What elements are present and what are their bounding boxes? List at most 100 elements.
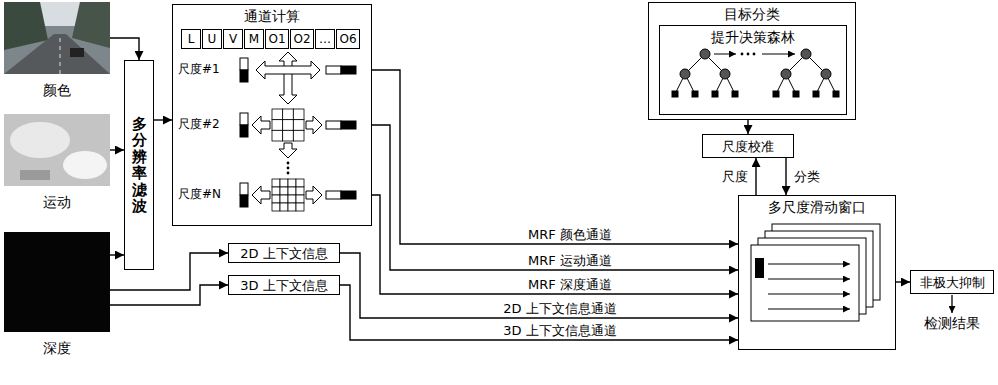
- channel-cell: V: [223, 29, 243, 49]
- group-box: 多尺度滑动窗口: [738, 195, 896, 350]
- filter-bar: [240, 125, 248, 137]
- connector-arrow: [896, 281, 910, 282]
- connector-arrow: [340, 285, 738, 340]
- edge-label: MRF 深度通道: [526, 277, 614, 292]
- connector-arrow: [110, 149, 124, 150]
- grid-cell: [272, 109, 283, 120]
- edge-label: 3D 上下文信息通道: [501, 323, 618, 338]
- road: [4, 34, 110, 74]
- process-label: 3D 上下文信息: [240, 278, 327, 293]
- connector-arrow: [110, 285, 228, 305]
- sequence-arrow: [714, 54, 736, 55]
- lane-line: [60, 36, 61, 74]
- edge-label: MRF 颜色通道: [526, 227, 614, 242]
- street-image: [4, 2, 110, 74]
- grid-cell: [293, 109, 304, 120]
- process-box: 尺度校准: [702, 134, 794, 158]
- process-box: 非极大抑制: [910, 270, 994, 294]
- filter-bar: [341, 191, 356, 199]
- grid-cell: [288, 187, 296, 195]
- grid-cell: [283, 109, 294, 120]
- grid-cell: [293, 130, 304, 141]
- grid-cell: [296, 187, 304, 195]
- grid-cell: [288, 203, 296, 211]
- scan-arrow: [768, 279, 850, 280]
- hollow-arrow: [306, 116, 322, 134]
- channel-cell: O2: [290, 29, 314, 49]
- filter-box: 多分辨率滤波: [124, 60, 154, 270]
- hollow-arrow: [279, 52, 297, 104]
- grid-cell: [296, 203, 304, 211]
- connector-arrow: [110, 254, 124, 255]
- input-image: 运动: [4, 114, 110, 186]
- channel-cell: U: [202, 29, 222, 49]
- grid-cell: [283, 120, 294, 131]
- scan-arrow: [768, 264, 850, 265]
- sequence-arrow: [762, 54, 795, 55]
- ellipsis-dot: [287, 172, 290, 175]
- input-image: 颜色: [4, 2, 110, 74]
- image-caption: 深度: [4, 340, 110, 356]
- grid-cell: [293, 120, 304, 131]
- scale-label: 尺度#N: [178, 187, 221, 202]
- group-heading: 通道计算: [173, 5, 371, 24]
- channel-cell: L: [181, 29, 201, 49]
- connector-arrow: [785, 158, 786, 195]
- connector-arrow: [747, 120, 748, 134]
- connector-arrow: [372, 70, 738, 244]
- grid-cell: [280, 195, 288, 203]
- filter-bar: [240, 58, 248, 70]
- tree-leaf: [833, 91, 840, 98]
- ellipsis-dot: [287, 162, 290, 165]
- ellipsis-dot: [747, 53, 750, 56]
- trees: [4, 2, 48, 50]
- edge-label: 尺度: [720, 169, 750, 184]
- tree-node: [781, 69, 791, 79]
- process-box: 3D 上下文信息: [228, 275, 340, 295]
- grid-cell: [272, 187, 280, 195]
- connector-arrow: [154, 119, 172, 120]
- motion-blob: [63, 151, 107, 179]
- ellipsis-dot: [287, 167, 290, 170]
- scan-arrow: [768, 294, 850, 295]
- grid-cell: [272, 130, 283, 141]
- connector-arrow: [372, 125, 738, 270]
- edge-label: 分类: [792, 169, 822, 184]
- image-caption: 运动: [4, 194, 110, 210]
- image-caption: 颜色: [4, 82, 110, 98]
- trees: [72, 2, 110, 48]
- channel-name: O1: [268, 32, 285, 46]
- sliding-window: [755, 258, 764, 278]
- filter-bar: [326, 121, 341, 129]
- tree-node: [821, 69, 831, 79]
- grid-cell: [296, 179, 304, 187]
- grid-cell: [280, 203, 288, 211]
- filter-bar: [341, 66, 356, 74]
- filter-label: 多分辨率滤波: [132, 116, 147, 215]
- tree-node: [720, 69, 730, 79]
- motion-blob: [10, 122, 70, 158]
- channel-cell: O6: [336, 29, 360, 49]
- grid-cell: [272, 203, 280, 211]
- window-frame: [751, 245, 859, 321]
- grid-cell: [272, 179, 280, 187]
- filter-bar: [240, 70, 248, 82]
- group-box: 提升决策森林: [659, 25, 847, 115]
- process-label: 尺度校准: [722, 139, 774, 154]
- process-box: 2D 上下文信息: [228, 243, 340, 263]
- channel-cell: O1: [265, 29, 289, 49]
- channel-name: …: [319, 32, 331, 46]
- tree-node: [680, 69, 690, 79]
- tree-leaf: [692, 91, 699, 98]
- filter-bar: [326, 66, 341, 74]
- channel-name: V: [229, 32, 237, 46]
- motion-image: [4, 114, 110, 186]
- connector-arrow: [340, 253, 738, 318]
- tree-leaf: [712, 91, 719, 98]
- connector-arrow: [110, 38, 139, 60]
- group-heading: 多尺度滑动窗口: [739, 196, 895, 215]
- channel-name: M: [249, 32, 259, 46]
